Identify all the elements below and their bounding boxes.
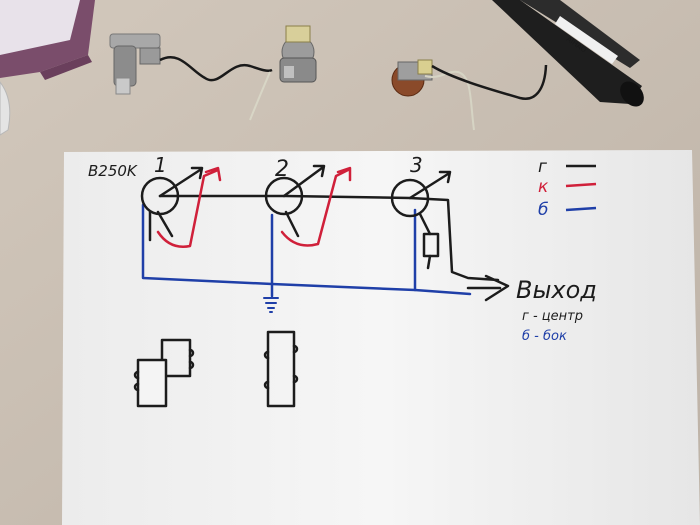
jack-sketch-1 <box>133 338 195 408</box>
ground-symbol <box>263 297 279 313</box>
glass-edge <box>0 81 11 136</box>
pot-2-label: 2 <box>275 157 289 182</box>
jack-sketch-2 <box>263 330 299 408</box>
purple-box <box>0 0 95 80</box>
note-side: б - бок <box>522 329 567 344</box>
legend-letter-black: г <box>538 157 547 177</box>
potentiometer-3-photo <box>391 59 548 131</box>
pot-3-symbol <box>390 178 430 218</box>
legend-letter-red: к <box>538 177 549 197</box>
output-arrow <box>466 274 510 302</box>
pot-type-label: B250K <box>88 162 138 180</box>
red-wire-2 <box>280 166 352 247</box>
pot-3-label: 3 <box>410 153 423 177</box>
legend-letter-blue: б <box>538 200 548 220</box>
pot-1-label: 1 <box>154 153 167 177</box>
potentiometer-1-photo <box>109 33 161 95</box>
circuit-drawing <box>133 164 510 408</box>
potentiometer-2-photo <box>249 25 317 121</box>
red-wire-1 <box>156 166 222 248</box>
black-wire-1 <box>159 56 273 82</box>
note-center: г - центр <box>522 309 583 324</box>
pot-2-symbol <box>264 176 304 216</box>
marker-pen: AIHAO <box>492 0 644 107</box>
output-label: Выход <box>516 276 597 304</box>
legend: г к б <box>538 157 597 220</box>
paper-sheet <box>62 150 700 525</box>
